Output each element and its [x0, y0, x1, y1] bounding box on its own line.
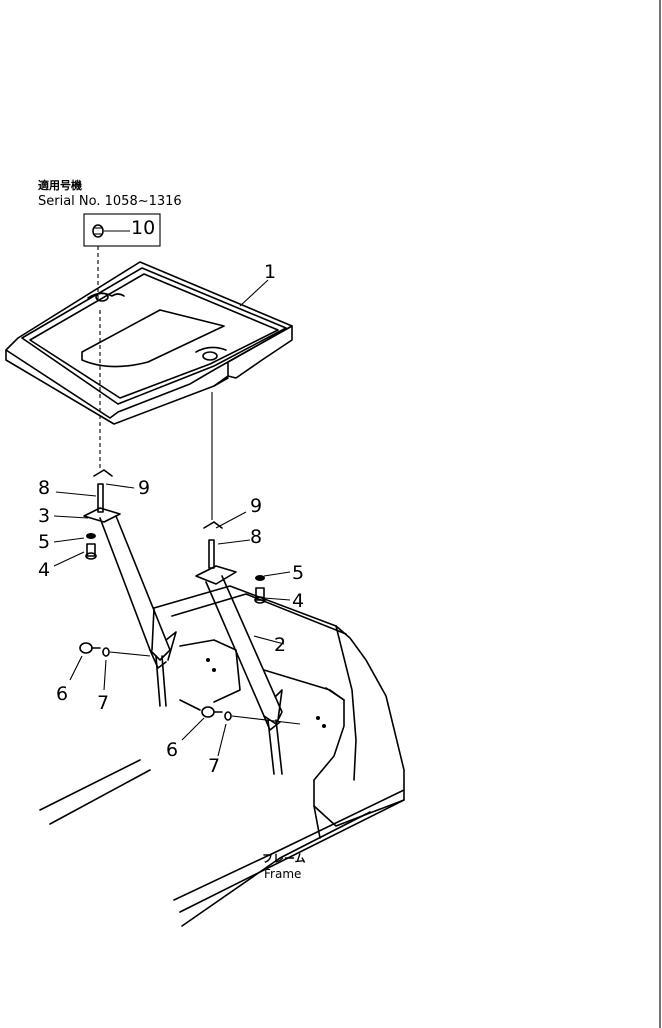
callout-1: 1: [264, 261, 276, 283]
callout-5-right: 5: [292, 562, 304, 584]
callout-3: 3: [38, 505, 50, 527]
part-10-inset: 10: [83, 213, 161, 247]
callout-2: 2: [274, 634, 286, 656]
callout-9-right: 9: [250, 495, 262, 517]
callout-4-right: 4: [292, 590, 304, 612]
header-japanese: 適用号機: [38, 178, 82, 192]
callout-8-left: 8: [38, 477, 50, 499]
callout-6-left: 6: [56, 683, 68, 705]
callout-6-right: 6: [166, 739, 178, 761]
callout-7-right: 7: [208, 755, 220, 777]
frame-label-japanese: フレーム: [262, 852, 306, 865]
callout-10: 10: [131, 217, 155, 239]
callout-9-left: 9: [138, 477, 150, 499]
frame-label-english: Frame: [264, 867, 301, 881]
callout-7-left: 7: [97, 692, 109, 714]
screw-icon: [92, 224, 104, 238]
right-stay: [181, 511, 301, 775]
callout-5-left: 5: [38, 531, 50, 553]
callout-4-left: 4: [38, 559, 50, 581]
cover-part-1: 1: [5, 261, 293, 425]
left-stay: [53, 469, 177, 707]
callout-8-right: 8: [250, 526, 262, 548]
header-serial: Serial No. 1058~1316: [38, 194, 182, 209]
machine-frame: フレーム Frame: [39, 585, 405, 927]
